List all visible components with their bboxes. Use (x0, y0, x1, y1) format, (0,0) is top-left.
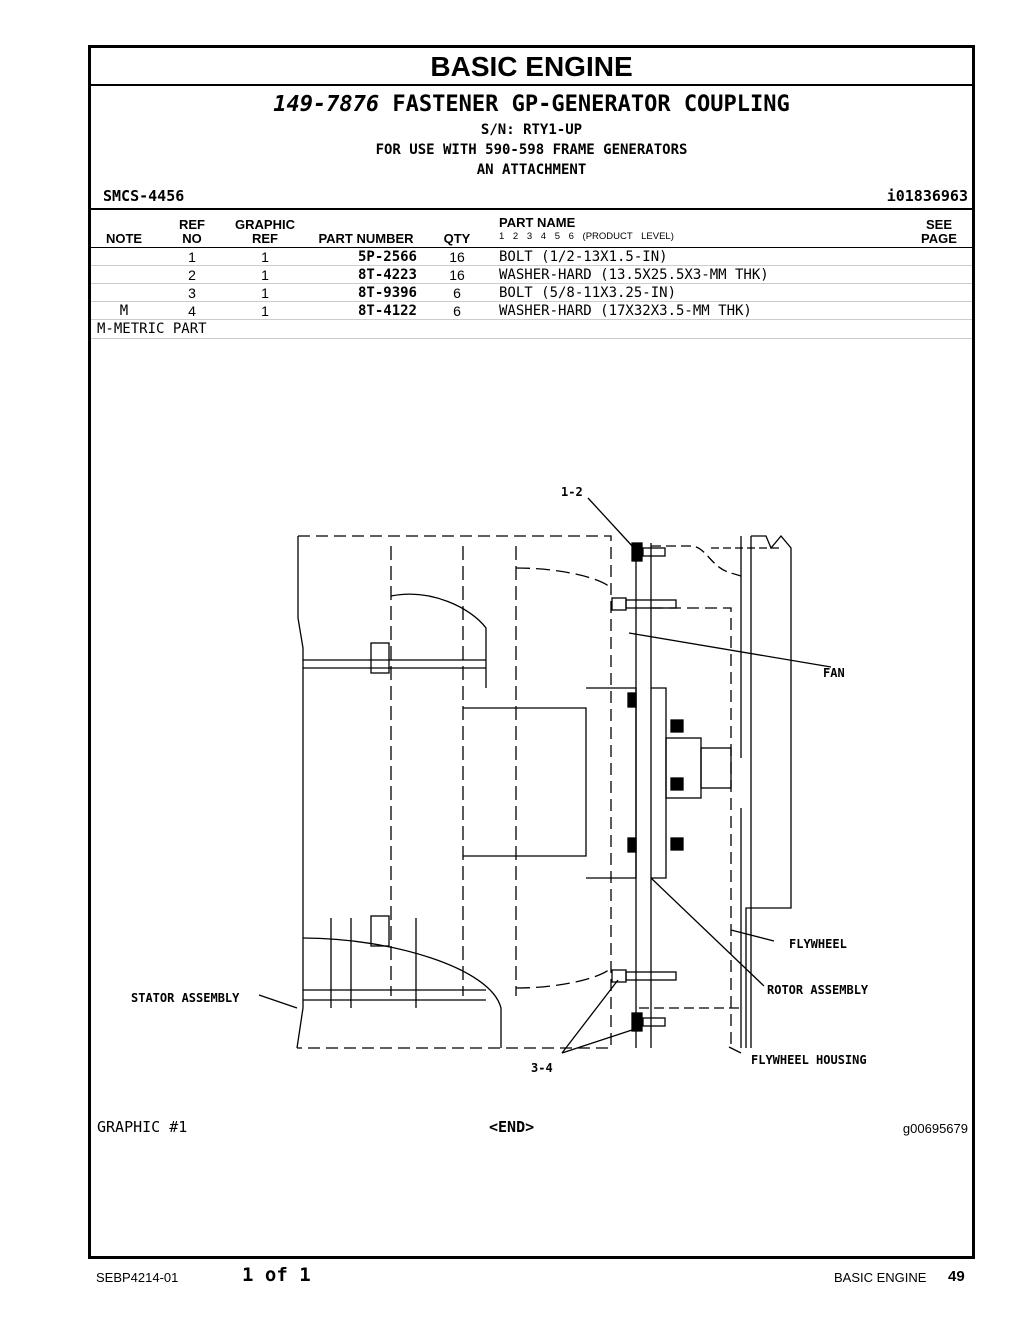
footer-doc-number: SEBP4214-01 (96, 1270, 179, 1285)
row-ref: 1 (188, 249, 196, 265)
table-row: M 4 1 8T-4122 6 WASHER-HARD (17X32X3.5-M… (91, 301, 972, 320)
row-qty: 6 (453, 285, 461, 301)
row-part-number: 5P-2566 (357, 249, 417, 265)
leader-fan (628, 632, 832, 668)
col-part-name: PART NAME (499, 215, 576, 230)
group-number: 149-7876 (273, 92, 380, 117)
col-ref-bottom: NO (182, 231, 202, 246)
table-row: 3 1 8T-9396 6 BOLT (5/8-11X3.25-IN) (91, 283, 972, 302)
col-see-top: SEE (925, 217, 952, 232)
metric-note: M-METRIC PART (97, 321, 207, 337)
row-ref: 2 (188, 267, 196, 283)
col-ref-top: REF (179, 217, 205, 232)
group-title: 149-7876 FASTENER GP-GENERATOR COUPLING (91, 92, 972, 117)
col-part-number: PART NUMBER (318, 231, 414, 246)
footer-page-of: 1 of 1 (242, 1264, 311, 1286)
callout-rotor: ROTOR ASSEMBLY (767, 983, 869, 997)
callout-flywheel: FLYWHEEL (789, 937, 847, 951)
row-graphic-ref: 1 (261, 303, 269, 319)
group-name: FASTENER GP-GENERATOR COUPLING (392, 92, 790, 117)
serial-range: S/N: RTY1-UP (480, 122, 583, 138)
footer-page-number: 49 (948, 1268, 965, 1285)
leader-flywheel (730, 929, 775, 942)
leader-1-2 (587, 497, 635, 549)
row-qty: 16 (449, 249, 465, 265)
col-graphic-top: GRAPHIC (235, 217, 295, 232)
col-note: NOTE (105, 231, 143, 246)
leader-3-4 (561, 979, 639, 1054)
row-note: M (119, 303, 129, 319)
graphic-label: GRAPHIC #1 (97, 1118, 188, 1136)
usage-note: FOR USE WITH 590-598 FRAME GENERATORS (375, 142, 688, 158)
row-part-name: BOLT (5/8-11X3.25-IN) (499, 285, 677, 301)
callout-housing: FLYWHEEL HOUSING (751, 1053, 867, 1067)
row-part-name: BOLT (1/2-13X1.5-IN) (499, 249, 668, 265)
leader-rotor (650, 877, 765, 987)
metric-rule (91, 338, 972, 339)
attachment-note: AN ATTACHMENT (476, 162, 587, 178)
callout-1-2: 1-2 (561, 485, 583, 499)
callout-3-4: 3-4 (531, 1061, 553, 1075)
row-graphic-ref: 1 (261, 249, 269, 265)
assembly-drawing: 1-2 FAN FLYWHEEL ROTOR ASSEMBLY STATOR A… (131, 485, 869, 1075)
document-frame: BASIC ENGINE 149-7876 FASTENER GP-GENERA… (88, 45, 975, 1259)
leader-housing (728, 1046, 742, 1054)
table-bottom-rule (91, 319, 972, 320)
row-part-number: 8T-9396 (357, 285, 417, 301)
row-ref: 3 (188, 285, 196, 301)
footer-section: BASIC ENGINE (834, 1270, 927, 1285)
smcs-code: SMCS-4456 (103, 187, 185, 205)
header-rule (91, 208, 972, 210)
table-row: 1 1 5P-2566 16 BOLT (1/2-13X1.5-IN) (91, 247, 972, 266)
stator-outline (296, 536, 304, 1049)
row-ref: 4 (188, 303, 196, 319)
row-graphic-ref: 1 (261, 285, 269, 301)
row-graphic-ref: 1 (261, 267, 269, 283)
leader-stator (258, 994, 298, 1009)
section-title: BASIC ENGINE (91, 48, 972, 86)
col-qty: QTY (443, 231, 471, 246)
col-see-bottom: PAGE (921, 231, 957, 246)
row-part-name: WASHER-HARD (13.5X25.5X3-MM THK) (499, 267, 769, 283)
product-level: 1 2 3 4 5 6 (PRODUCT LEVEL) (499, 231, 674, 242)
table-row: 2 1 8T-4223 16 WASHER-HARD (13.5X25.5X3-… (91, 265, 972, 284)
end-marker: <END> (489, 1118, 535, 1136)
info-id: i01836963 (886, 187, 968, 205)
row-part-name: WASHER-HARD (17X32X3.5-MM THK) (499, 303, 752, 319)
col-graphic-bottom: REF (252, 231, 278, 246)
row-part-number: 8T-4122 (357, 303, 417, 319)
callout-stator: STATOR ASSEMBLY (131, 991, 240, 1005)
graphic-id: g00695679 (902, 1121, 968, 1136)
row-part-number: 8T-4223 (357, 267, 417, 283)
stator-housing-outline (297, 535, 612, 1049)
callout-fan: FAN (823, 666, 845, 680)
row-qty: 6 (453, 303, 461, 319)
row-qty: 16 (449, 267, 465, 283)
